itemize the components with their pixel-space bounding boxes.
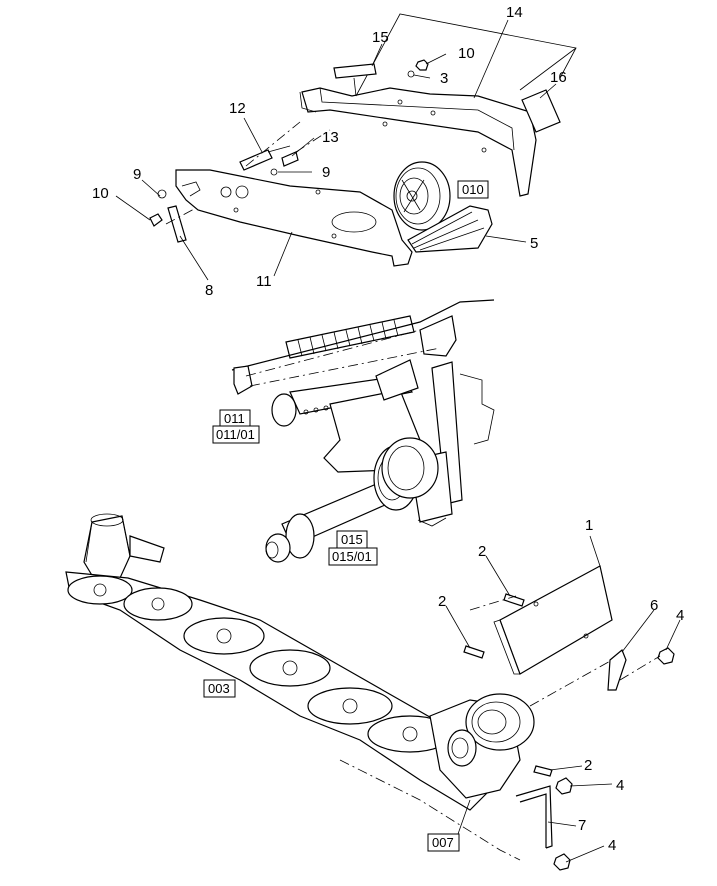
- leader-lines: [115, 19, 681, 863]
- callout-9: 9: [133, 166, 141, 183]
- cutterbar-assembly: [65, 513, 675, 871]
- callout-3: 3: [440, 70, 448, 87]
- callout-7: 7: [578, 817, 586, 834]
- callout-6: 6: [650, 597, 658, 614]
- callout-4: 4: [608, 837, 616, 854]
- callout-10: 10: [458, 45, 475, 62]
- ref-010: 010: [462, 182, 484, 197]
- ref-011-01: 011/01: [216, 427, 255, 442]
- callout-4: 4: [676, 607, 684, 624]
- callout-5: 5: [530, 235, 538, 252]
- callout-2: 2: [584, 757, 592, 774]
- callout-1: 1: [585, 517, 593, 534]
- ref-003: 003: [208, 681, 230, 696]
- callout-4: 4: [616, 777, 624, 794]
- callout-11: 11: [256, 273, 272, 290]
- callout-2: 2: [438, 593, 446, 610]
- frame-assembly: [231, 299, 495, 563]
- ref-015-01: 015/01: [332, 549, 372, 564]
- callout-14: 14: [506, 4, 523, 21]
- callout-13: 13: [322, 129, 339, 146]
- callout-labels: 1 2 2 2 3 4 4 4 5 6 7 8 9 9 10 10 11 12 …: [92, 4, 684, 854]
- ref-015: 015: [341, 532, 363, 547]
- ref-007: 007: [432, 835, 454, 850]
- callout-16: 16: [550, 69, 567, 86]
- callout-2: 2: [478, 543, 486, 560]
- ref-011: 011: [224, 411, 245, 426]
- callout-8: 8: [205, 282, 213, 299]
- callout-12: 12: [229, 100, 246, 117]
- callout-15: 15: [372, 29, 389, 46]
- guard-assembly: [149, 13, 577, 267]
- reference-boxes: 010 011 011/01 015 015/01 003 007: [203, 180, 489, 852]
- callout-10: 10: [92, 185, 109, 202]
- callout-9: 9: [322, 164, 330, 181]
